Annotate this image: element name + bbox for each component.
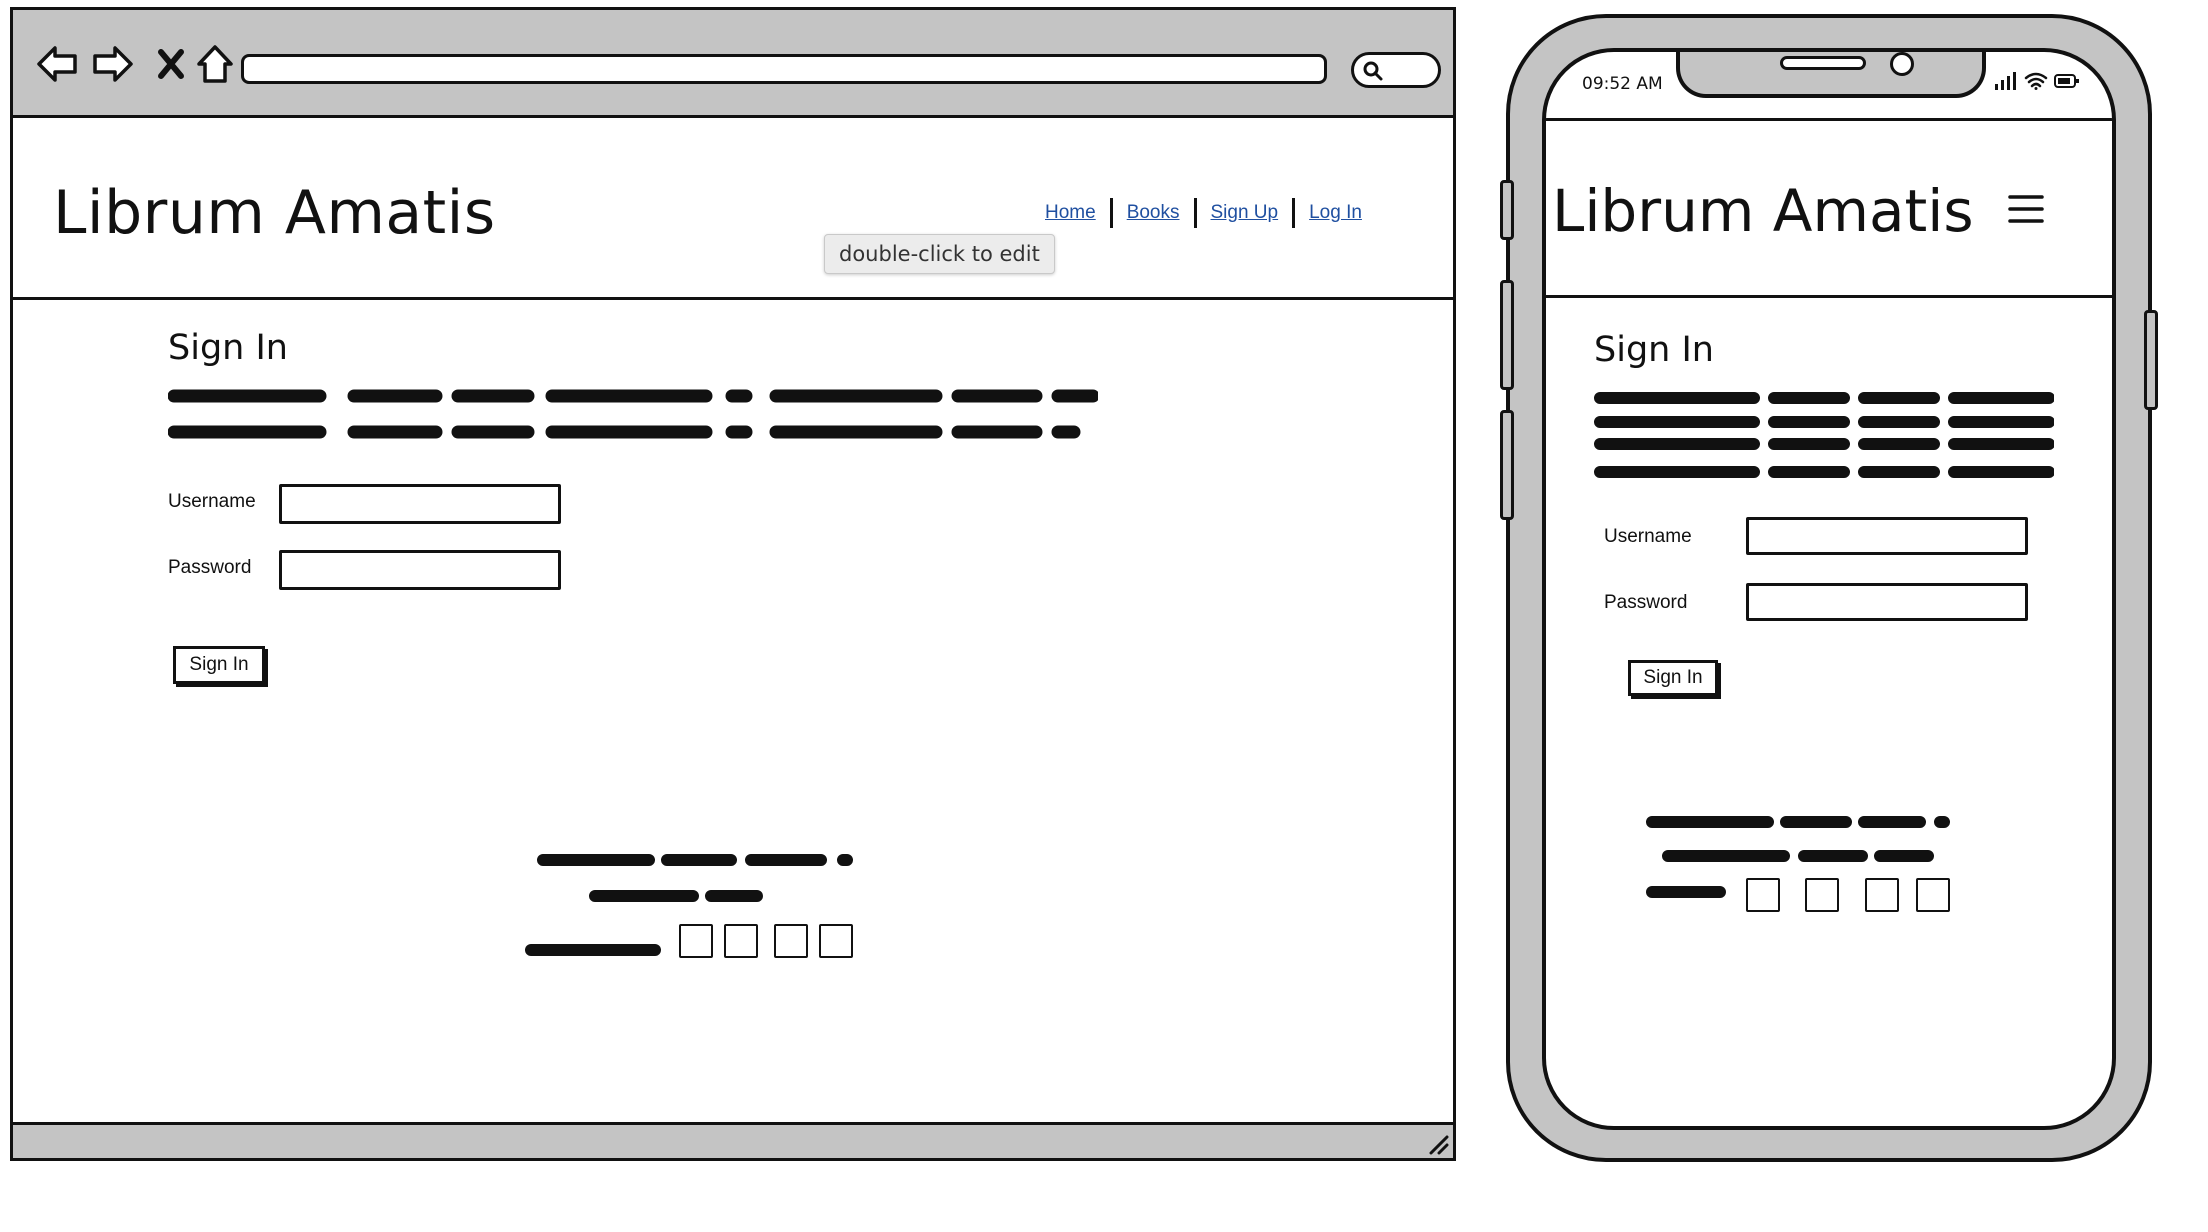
site-logo[interactable]: Librum Amatis [53, 178, 496, 248]
nav-link-sign-up[interactable]: Sign Up [1210, 202, 1279, 223]
nav-divider [1109, 198, 1113, 228]
phone-power-button [2144, 310, 2158, 410]
nav-link-home[interactable]: Home [1045, 202, 1096, 223]
nav-divider [1292, 198, 1296, 228]
forward-arrow-icon[interactable] [89, 40, 137, 88]
mobile-username-input[interactable] [1746, 517, 2028, 555]
battery-icon [2054, 74, 2079, 88]
mobile-social-link-box[interactable] [1805, 878, 1839, 912]
nav-divider [1193, 198, 1197, 228]
username-input[interactable] [279, 484, 561, 524]
status-icons [1994, 72, 2080, 90]
mobile-sign-in-button[interactable]: Sign In [1628, 660, 1718, 696]
phone-side-button [1500, 180, 1514, 240]
hamburger-menu-icon[interactable] [2006, 189, 2046, 229]
mobile-header: Librum Amatis [1546, 118, 2112, 298]
mobile-page-title: Sign In [1594, 330, 1714, 370]
mobile-placeholder-paragraph [1594, 392, 2054, 478]
browser-search-button[interactable] [1351, 52, 1441, 88]
phone-screen: 09:52 AM Librum Amatis Sign In Username [1542, 48, 2116, 1130]
phone-notch [1676, 52, 1986, 98]
browser-status-bar [13, 1122, 1453, 1158]
phone-side-button [1500, 410, 1514, 520]
page-title: Sign In [168, 328, 288, 368]
nav-link-books[interactable]: Books [1126, 202, 1180, 223]
mobile-site-logo[interactable]: Librum Amatis [1552, 177, 1974, 245]
mobile-password-input[interactable] [1746, 583, 2028, 621]
phone-side-button [1500, 280, 1514, 390]
status-time: 09:52 AM [1582, 74, 1663, 94]
password-label: Password [168, 557, 252, 578]
camera-icon [1890, 52, 1914, 76]
home-icon[interactable] [191, 40, 239, 88]
username-label: Username [168, 491, 256, 512]
url-bar[interactable] [241, 54, 1327, 84]
site-nav: Home Books Sign Up Log In [1045, 198, 1362, 228]
browser-window-mockup: Librum Amatis Home Books Sign Up Log In … [10, 7, 1456, 1161]
social-link-box[interactable] [819, 924, 853, 958]
mobile-social-link-box[interactable] [1916, 878, 1950, 912]
password-input[interactable] [279, 550, 561, 590]
speaker-icon [1780, 56, 1866, 70]
nav-link-log-in[interactable]: Log In [1309, 202, 1362, 223]
edit-tooltip: double-click to edit [824, 234, 1055, 274]
sign-in-button[interactable]: Sign In [173, 646, 265, 684]
social-link-box[interactable] [679, 924, 713, 958]
back-arrow-icon[interactable] [33, 40, 81, 88]
footer-placeholder-text [525, 854, 853, 956]
mobile-footer-placeholder-text [1646, 816, 1950, 898]
placeholder-paragraph [168, 389, 1098, 439]
site-header: Librum Amatis Home Books Sign Up Log In [13, 118, 1453, 300]
social-link-box[interactable] [724, 924, 758, 958]
search-icon [1363, 61, 1383, 81]
resize-grip-icon[interactable] [1427, 1133, 1449, 1155]
mobile-password-label: Password [1604, 592, 1688, 613]
social-link-box[interactable] [774, 924, 808, 958]
wifi-icon [2024, 72, 2048, 90]
mobile-username-label: Username [1604, 526, 1692, 547]
signal-icon [1995, 72, 2016, 90]
mobile-social-link-box[interactable] [1865, 878, 1899, 912]
browser-toolbar [13, 10, 1453, 118]
close-icon[interactable] [147, 40, 195, 88]
mobile-social-link-box[interactable] [1746, 878, 1780, 912]
